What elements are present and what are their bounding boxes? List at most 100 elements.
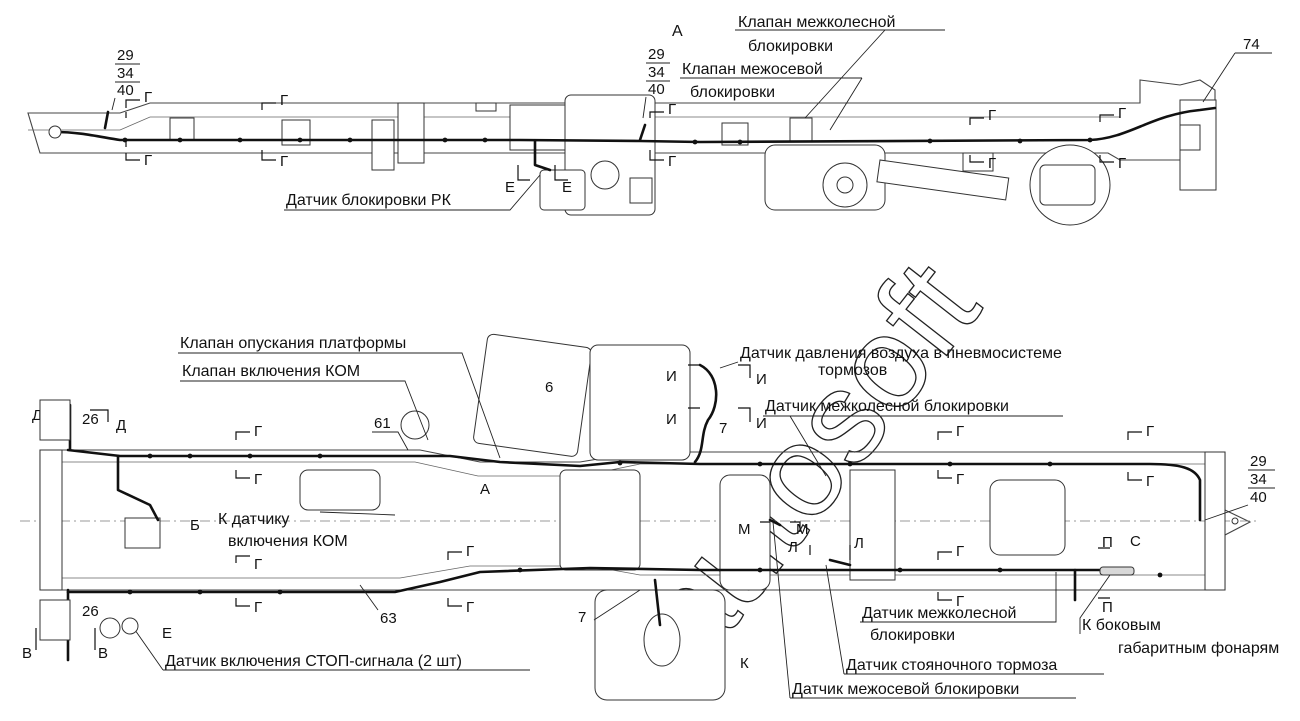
section-letter-g: Г	[956, 593, 964, 610]
lower-harness	[66, 566, 1102, 594]
label-pto-valve: Клапан включения КОМ	[180, 363, 429, 441]
clip	[247, 453, 253, 459]
front-top-bracket	[39, 399, 71, 441]
clip	[927, 138, 933, 144]
section-marker-e	[517, 165, 568, 181]
section-letter-g: Г	[1146, 473, 1154, 490]
branch-sensors	[768, 518, 852, 567]
label-interwheel-sensor-bottom: Датчик межколесной блокировки	[860, 572, 1057, 644]
section-letter-i: И	[756, 415, 767, 432]
callout-leader	[642, 62, 670, 119]
clip	[1157, 572, 1163, 578]
transfer-output	[590, 160, 620, 190]
section-letter-p: П	[1102, 534, 1113, 551]
branch-to-stop-sensor	[116, 454, 160, 522]
label-leader	[319, 511, 396, 516]
section-letter: Г	[1118, 105, 1126, 122]
callout-26-top: 26	[82, 411, 99, 428]
clip	[122, 137, 128, 143]
clip	[847, 461, 853, 467]
section-marker-i	[688, 364, 751, 378]
callout-number: 29	[1250, 453, 1267, 470]
pto-valve	[400, 410, 430, 440]
intake-hose	[299, 469, 381, 511]
label-line: Датчик блокировки РК	[286, 192, 452, 209]
center-hole	[1231, 517, 1239, 525]
label-leader	[763, 415, 1063, 477]
section-letter-e: Е	[505, 179, 515, 196]
label-line: Клапан межосевой	[682, 61, 823, 78]
clip	[1047, 461, 1053, 467]
front-bumper-bracket	[39, 599, 71, 641]
section-letter: Г	[668, 101, 676, 118]
label-leader	[178, 352, 501, 459]
callout-61-leader	[372, 431, 409, 451]
label-line: блокировки	[690, 84, 775, 101]
clip	[947, 461, 953, 467]
callout-leader	[1204, 469, 1275, 521]
label-line: включения КОМ	[228, 533, 348, 550]
label-line: Клапан включения КОМ	[182, 363, 360, 380]
clip	[617, 460, 623, 466]
section-letter-g: Г	[254, 556, 262, 573]
label-line: габаритным фонарям	[1118, 640, 1279, 657]
label-line: Клапан опускания платформы	[180, 335, 406, 352]
air-receiver-top	[589, 344, 691, 461]
section-marker-i	[688, 407, 751, 422]
stop-sensor-bracket	[124, 517, 161, 549]
clip	[127, 589, 133, 595]
clip	[297, 137, 303, 143]
section-letter-g: Г	[466, 543, 474, 560]
section-letter-l: Л	[788, 539, 798, 556]
clip	[347, 137, 353, 143]
section-letter-g: Г	[466, 599, 474, 616]
air-receiver-middle	[719, 474, 771, 591]
callout-63-leader	[359, 584, 379, 611]
section-marker	[125, 140, 140, 161]
callout-7-leader	[593, 589, 641, 621]
rear-crossmember	[1204, 451, 1226, 591]
bottom-view: Г Г Г Г Г Г Г Г Г Г Г Г И И И И Д Д В В …	[20, 333, 1279, 701]
top-harness-branch-mid	[638, 123, 647, 142]
section-letter-i: И	[756, 371, 767, 388]
callout-63: 63	[380, 610, 397, 627]
clip	[897, 567, 903, 573]
clip	[147, 453, 153, 459]
section-letter-v: В	[98, 645, 108, 662]
label-air-pressure-sensor: Датчик давления воздуха в пневмосистеме …	[719, 345, 1062, 379]
section-letter-d: Д	[116, 417, 126, 434]
section-letter-m: М	[796, 521, 809, 538]
connector-74-block	[1179, 124, 1201, 151]
clip	[187, 453, 193, 459]
label-line: блокировки	[748, 38, 833, 55]
section-letter-c: С	[1130, 533, 1141, 550]
section-marker	[447, 551, 462, 607]
callout-number: 40	[648, 81, 665, 98]
section-letter-g: Г	[956, 543, 964, 560]
label-leader	[180, 380, 429, 441]
rear-axle-diff	[1039, 164, 1096, 206]
clip	[737, 139, 743, 145]
battery-box	[473, 333, 592, 457]
callout-leader	[111, 63, 140, 111]
label-platform-valve: Клапан опускания платформы	[178, 335, 501, 459]
section-letter: Г	[988, 155, 996, 172]
section-letter: Г	[1118, 155, 1126, 172]
section-marker	[969, 117, 984, 163]
callout-leader	[1202, 52, 1272, 103]
callout-7-top: 7	[719, 420, 727, 437]
transfer-flange	[539, 169, 586, 211]
top-harness-clips	[122, 137, 1093, 145]
section-marker-m	[760, 521, 801, 532]
label-line: Датчик межколесной	[862, 605, 1016, 622]
clip	[237, 137, 243, 143]
top-harness-branch-rk	[533, 139, 552, 172]
top-section-markers	[125, 99, 1114, 163]
label-leader	[719, 361, 739, 369]
bracket-1	[371, 119, 395, 171]
section-marker	[1127, 431, 1142, 481]
callout-right-group: 29 34 40	[1204, 453, 1275, 521]
label-line: К датчику	[218, 511, 289, 528]
clip	[482, 137, 488, 143]
callout-74: 74	[1202, 36, 1272, 103]
